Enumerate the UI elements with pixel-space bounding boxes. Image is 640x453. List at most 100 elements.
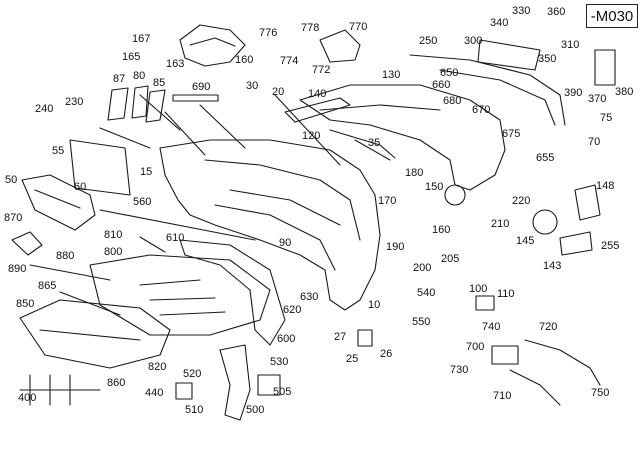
part-label: 890 [8, 263, 27, 275]
part-label: 50 [5, 174, 18, 186]
part-label: 770 [349, 21, 368, 33]
part-label: 510 [185, 404, 204, 416]
part-label: 850 [16, 298, 35, 310]
part-label: 75 [600, 112, 613, 124]
license-plate [69, 139, 131, 196]
part-label: 310 [561, 39, 580, 51]
part-label: 340 [490, 17, 509, 29]
part-label: 300 [464, 35, 483, 47]
part-label: 500 [246, 404, 265, 416]
part-label: 505 [273, 386, 292, 398]
part-label: 180 [405, 167, 424, 179]
part-label: 330 [512, 5, 531, 17]
rear-panel [299, 84, 506, 191]
part-label: 210 [491, 218, 510, 230]
part-label: 670 [472, 104, 491, 116]
part-label: 680 [443, 95, 462, 107]
diagram-code: -M030 [586, 4, 638, 28]
part-label: 255 [601, 240, 620, 252]
part-label: 600 [277, 333, 296, 345]
part-label: 400 [18, 392, 37, 404]
part-label: 540 [417, 287, 436, 299]
part-label: 167 [132, 33, 151, 45]
part-label: 360 [547, 6, 566, 18]
part-label: 165 [122, 51, 141, 63]
part-label: 55 [52, 145, 65, 157]
part-label: 70 [588, 136, 601, 148]
part-label: 85 [153, 77, 166, 89]
part-label: 60 [74, 181, 87, 193]
underbody-800 [89, 254, 271, 336]
part-label: 560 [133, 196, 152, 208]
part-label: 720 [539, 321, 558, 333]
part-label: 35 [368, 137, 381, 149]
part-label: 800 [104, 246, 123, 258]
part-label: 163 [166, 58, 185, 70]
part-label: 870 [4, 212, 23, 224]
part-label: 350 [538, 53, 557, 65]
part-label: 530 [270, 356, 289, 368]
part-label: 520 [183, 368, 202, 380]
part-label: 220 [512, 195, 531, 207]
part-label: 200 [413, 262, 432, 274]
part-label: 370 [588, 93, 607, 105]
part-label: 190 [386, 241, 405, 253]
part-label: 148 [596, 180, 615, 192]
part-label: 860 [107, 377, 126, 389]
part-label: 820 [148, 361, 167, 373]
part-label: 810 [104, 229, 123, 241]
part-label: 25 [346, 353, 359, 365]
part-label: 700 [466, 341, 485, 353]
part-label: 650 [440, 67, 459, 79]
part-label: 620 [283, 304, 302, 316]
part-label: 660 [432, 79, 451, 91]
part-label: 100 [469, 283, 488, 295]
part-label: 120 [302, 130, 321, 142]
part-label: 30 [246, 80, 259, 92]
part-label: 610 [166, 232, 185, 244]
part-label: 143 [543, 260, 562, 272]
part-label: 690 [192, 81, 211, 93]
part-label: 150 [425, 181, 444, 193]
part-label: 160 [432, 224, 451, 236]
underbody-panel [19, 299, 171, 369]
part-label: 630 [300, 291, 319, 303]
bumper-cover [159, 139, 381, 311]
part-label: 27 [334, 331, 347, 343]
part-label: 80 [133, 70, 146, 82]
part-label: 87 [113, 73, 126, 85]
part-label: 675 [502, 128, 521, 140]
part-label: 130 [382, 69, 401, 81]
part-label: 655 [536, 152, 555, 164]
part-label: 15 [140, 166, 153, 178]
part-label: 250 [419, 35, 438, 47]
part-label: 865 [38, 280, 57, 292]
part-label: 20 [272, 86, 285, 98]
part-label: 380 [615, 86, 634, 98]
part-label: 440 [145, 387, 164, 399]
part-label: 240 [35, 103, 54, 115]
part-label: 772 [312, 64, 331, 76]
part-label: 140 [308, 88, 327, 100]
part-label: 10 [368, 299, 381, 311]
part-label: 750 [591, 387, 610, 399]
part-label: 205 [441, 253, 460, 265]
part-label: 110 [497, 288, 515, 300]
part-label: 390 [564, 87, 583, 99]
part-label: 230 [65, 96, 84, 108]
part-label: 880 [56, 250, 75, 262]
part-label: 730 [450, 364, 469, 376]
part-label: 550 [412, 316, 431, 328]
bracket-160 [179, 24, 246, 67]
part-label: 145 [516, 235, 535, 247]
part-label: 778 [301, 22, 320, 34]
part-label: 710 [493, 390, 512, 402]
part-label: 170 [378, 195, 397, 207]
part-label: 774 [280, 55, 299, 67]
part-label: 26 [380, 348, 393, 360]
part-label: 740 [482, 321, 501, 333]
part-label: 90 [279, 237, 292, 249]
part-label: 776 [259, 27, 278, 39]
